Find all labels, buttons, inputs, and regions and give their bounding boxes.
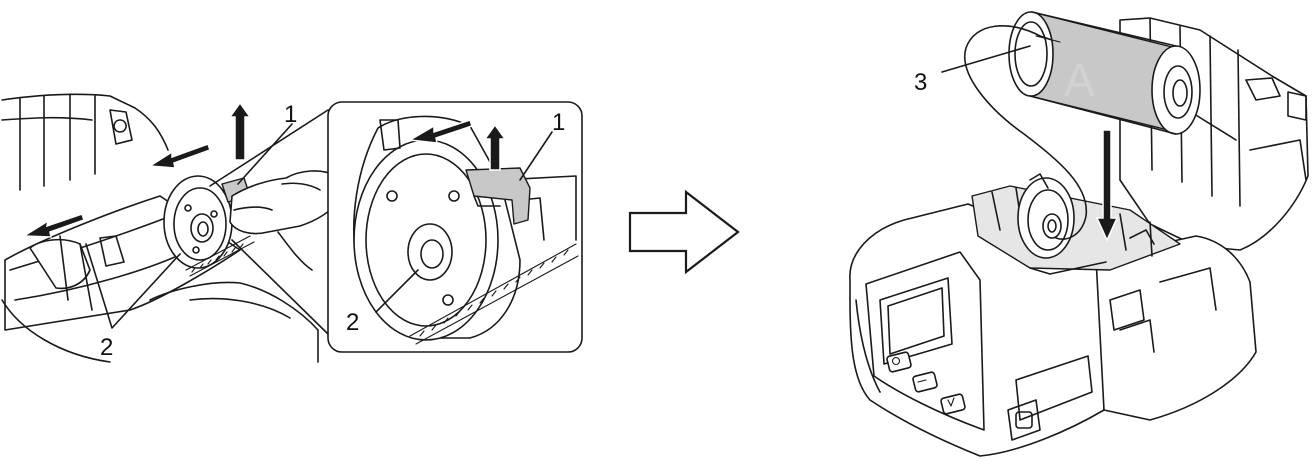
up-arrow-icon	[228, 101, 252, 161]
roll-guide-disc-left	[163, 175, 233, 269]
inset-zoom-view	[209, 101, 583, 353]
feed-button	[912, 371, 938, 393]
slide-arrow-icon	[407, 119, 473, 144]
callout-3-roll: 3	[914, 69, 927, 96]
callout-2-left: 2	[100, 334, 113, 361]
release-lever-inset	[465, 167, 531, 225]
hollow-right-arrow-icon	[628, 189, 740, 275]
roll-guide-disc-right	[1017, 173, 1075, 259]
slide-arrow-icon	[21, 213, 85, 238]
roll-letter-a: A	[1064, 54, 1095, 106]
power-button	[886, 351, 912, 373]
callout-1-left: 1	[284, 101, 297, 128]
callout-1-inset: 1	[552, 109, 565, 136]
left-panel-illustration	[1, 93, 341, 363]
right-panel-illustration: A	[849, 11, 1309, 457]
printer-body	[849, 185, 1257, 457]
callout-2-inset: 2	[346, 309, 359, 336]
down-arrow-icon	[1095, 129, 1119, 242]
slide-arrow-icon	[147, 143, 211, 169]
up-arrow-icon	[483, 123, 507, 171]
label-roll: A	[1008, 11, 1201, 135]
bluetooth-button	[940, 393, 966, 415]
